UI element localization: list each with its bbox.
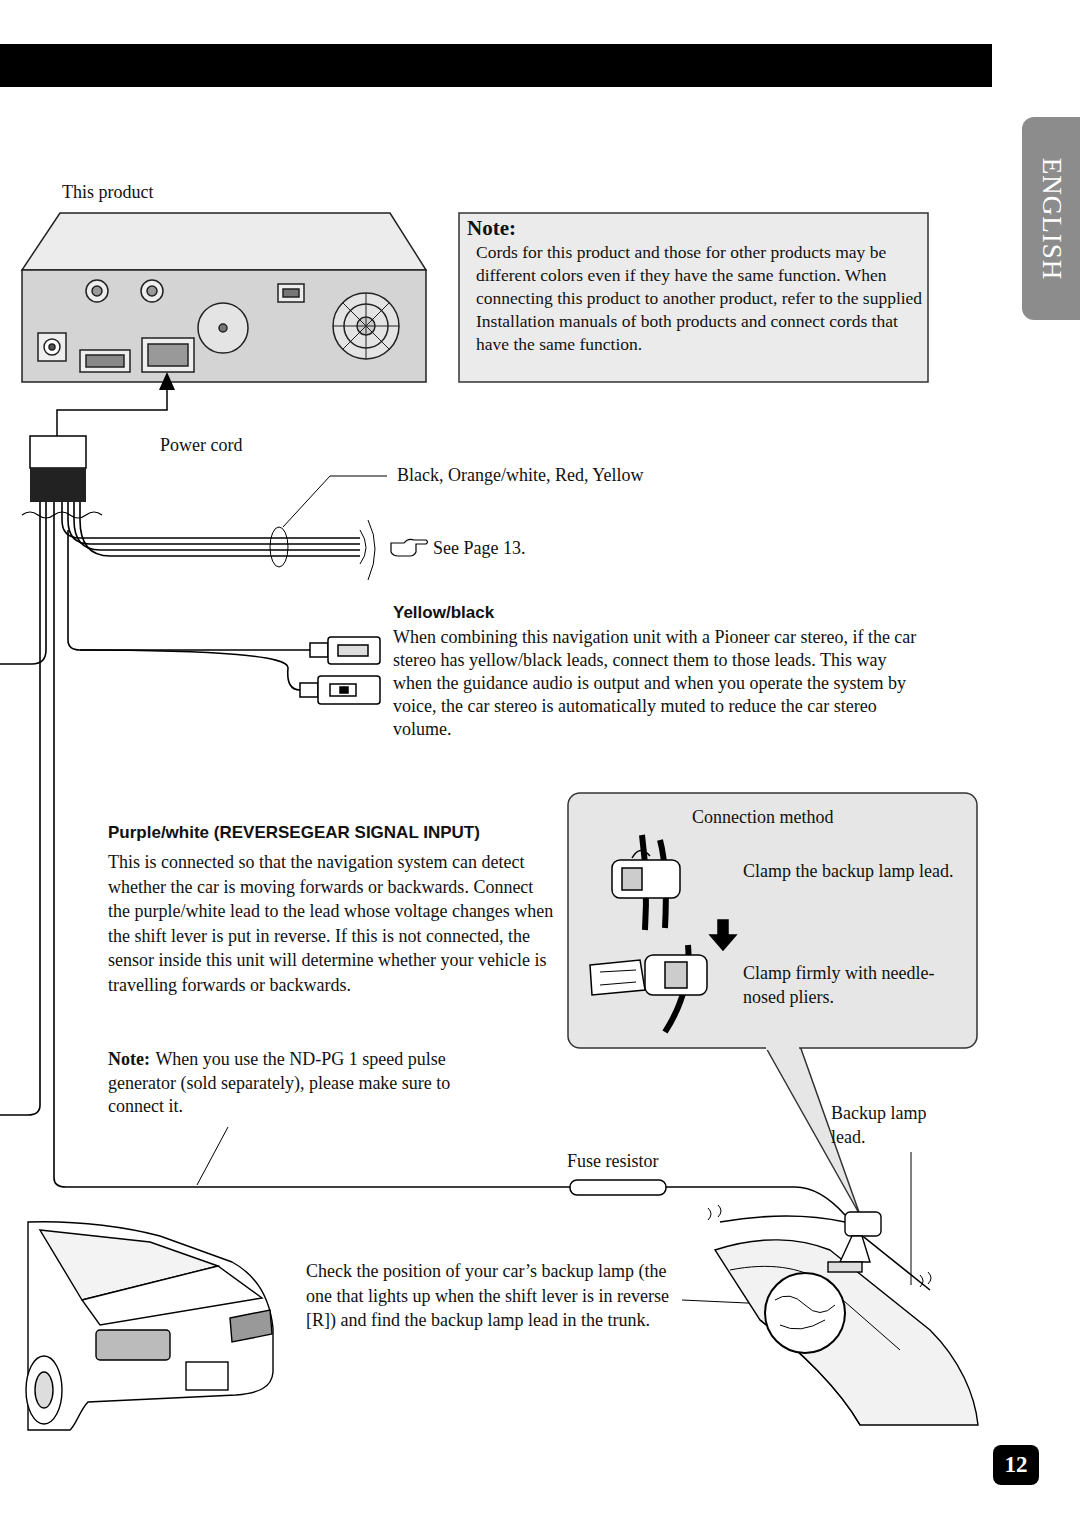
product-unit — [22, 213, 426, 382]
connection-box-fill — [568, 793, 977, 1048]
language-tab: ENGLISH — [1022, 117, 1080, 320]
fuse-resistor — [570, 1180, 666, 1195]
label-block: Check the position of your car’s backup … — [306, 1259, 691, 1333]
page-number: 12 — [993, 1445, 1039, 1485]
label-text: Check the position of your car’s backup … — [306, 1261, 669, 1330]
label-text: Backup lamp lead. — [831, 1103, 926, 1147]
label-text: See Page 13. — [433, 538, 525, 558]
label-text: When combining this navigation unit with… — [393, 627, 916, 739]
product-unit: This product — [22, 213, 426, 382]
label-block: See Page 13. — [433, 537, 583, 561]
label-block: When combining this navigation unit with… — [393, 626, 928, 741]
section-heading: Yellow/black — [393, 603, 494, 622]
label-block: Power cord — [160, 434, 360, 458]
section-heading: Purple/white (REVERSEGEAR SIGNAL INPUT) — [108, 823, 480, 842]
car-rear-illustration — [26, 1222, 273, 1430]
wire-bundle — [0, 502, 845, 1215]
node-text: Clamp the backup lamp lead. — [743, 860, 963, 884]
node-text: Clamp firmly with needle-nosed pliers. — [743, 962, 963, 1009]
label-text: Power cord — [160, 435, 242, 455]
label-text: Black, Orange/white, Red, Yellow — [397, 465, 643, 485]
connection-method-box: Connection methodClamp the backup lamp l… — [568, 793, 977, 1048]
pointing-hand — [391, 539, 428, 556]
label-block: Backup lamp lead. — [831, 1102, 961, 1149]
callout-join — [766, 1040, 799, 1050]
note-box-fill — [459, 213, 928, 382]
label-block: This is connected so that the navigation… — [108, 850, 556, 997]
label-block: Fuse resistor — [567, 1150, 717, 1174]
label-block: Yellow/black — [393, 602, 593, 624]
trunk-illustration — [708, 1205, 978, 1425]
node-text: Note: — [467, 217, 667, 241]
header-bar — [0, 44, 992, 87]
node-text: Cords for this product and those for oth… — [476, 241, 923, 356]
node-text: ENGLISH — [1039, 157, 1063, 280]
label-block: Note:When you use the ND-PG 1 speed puls… — [108, 1048, 508, 1119]
label-text: When you use the ND-PG 1 speed pulse gen… — [108, 1049, 450, 1116]
label-text: This is connected so that the navigation… — [108, 852, 553, 995]
note-box: Note:Cords for this product and those fo… — [459, 213, 928, 382]
label-block: Black, Orange/white, Red, Yellow — [397, 464, 717, 488]
label-block: Purple/white (REVERSEGEAR SIGNAL INPUT) — [108, 822, 553, 844]
clamp-illustration — [590, 835, 736, 1032]
spade-connectors — [300, 637, 380, 704]
label-text: Fuse resistor — [567, 1151, 659, 1171]
node-text: 12 — [1005, 1453, 1028, 1477]
node-text: This product — [62, 181, 262, 205]
plug — [30, 436, 86, 468]
label-text: Note: — [108, 1049, 150, 1069]
plug-body — [30, 468, 86, 502]
node-text: Connection method — [692, 806, 932, 830]
